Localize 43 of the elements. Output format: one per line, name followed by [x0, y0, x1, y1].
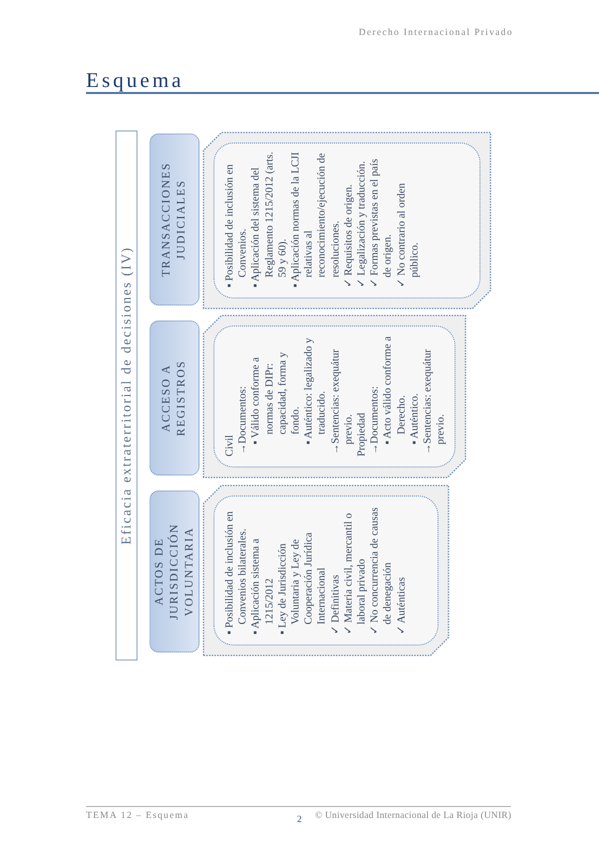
list-item: ▪ Aplicación sistema a 1215/2012 — [249, 537, 276, 634]
list-item: ▪ Auténtico: legalizado y traducido. — [302, 336, 328, 446]
list-item: ✓ No concurrencia de causas de denegación — [368, 506, 394, 634]
header-box — [149, 320, 199, 475]
list-item: ✓ No contrario al orden público. — [394, 182, 421, 287]
list-item: ▪ Ley de Jurisdicción Voluntaria y Ley de Cooperación Jurídica Internacional — [276, 530, 328, 634]
page-number: 2 — [297, 815, 302, 825]
sub-heading: Propiedad — [355, 411, 368, 456]
list-item: ✓ Definitivas — [328, 573, 342, 634]
list-item: ✓ Requisitos de origen. — [342, 182, 355, 287]
panel — [203, 485, 448, 655]
list-item: ▪ Válido conforme a normas de DIPr: capacidad, forma y fondo. — [249, 350, 302, 446]
list-item: →Sentencias: exequátur previo. — [421, 348, 448, 456]
list-item: ✓ Legalización y traducción. — [355, 159, 368, 287]
content-box — [213, 142, 480, 298]
column-heading: ACTOS DE JURISDICCIÓN VOLUNTARIA — [152, 522, 196, 622]
list-item: ▪ Auténtico. — [408, 392, 421, 446]
column-heading: ACCESO A REGISTROS — [159, 358, 188, 438]
header-box — [149, 490, 199, 652]
list-item: →Documentos: — [236, 384, 250, 456]
list-item: ▪ Aplicación del sistema del Reglamento 1215/2012 (arts. 59 y 60). — [249, 151, 289, 287]
panel — [203, 132, 490, 308]
content-box — [213, 495, 438, 645]
content-box — [213, 325, 455, 467]
header-box — [149, 133, 199, 305]
list-item: ✓ Materia civil, mercantil o laboral privado — [342, 512, 368, 634]
list-item: ▪ Posibilidad de inclusión en Convenios bilaterales. — [223, 510, 250, 634]
column-heading: TRANSACCIONES JUDICIALES — [159, 160, 188, 279]
footer-text: TEMA 12 – Esquema — [86, 811, 189, 821]
list-item: →Sentencias: exequátur previo. — [328, 348, 355, 456]
running-header: Derecho Internacional Privado — [358, 28, 513, 38]
list-item: ✓ Auténticas — [394, 576, 408, 634]
footer-text: © Universidad Internacional de La Rioja (UNIR) — [315, 811, 512, 821]
list-item: →Documentos: — [368, 384, 382, 456]
band-title: Eficacia extraterritorial de decisiones (IV) — [118, 246, 134, 544]
page-heading: Esquema — [86, 68, 184, 93]
list-item: ▪ Aplicación normas de la LCJI relativas al reconocimiento/ejecución de resoluciones. — [289, 151, 342, 287]
list-item: ▪ Acto válido conforme a Derecho. — [381, 334, 408, 446]
panel — [203, 315, 465, 477]
title-band — [115, 130, 137, 660]
list-item: ▪ Posibilidad de inclusión en Convenios. — [223, 162, 250, 287]
sub-heading: Civil — [223, 433, 236, 456]
list-item: ✓ Formas previstas en el país de origen. — [368, 157, 394, 287]
